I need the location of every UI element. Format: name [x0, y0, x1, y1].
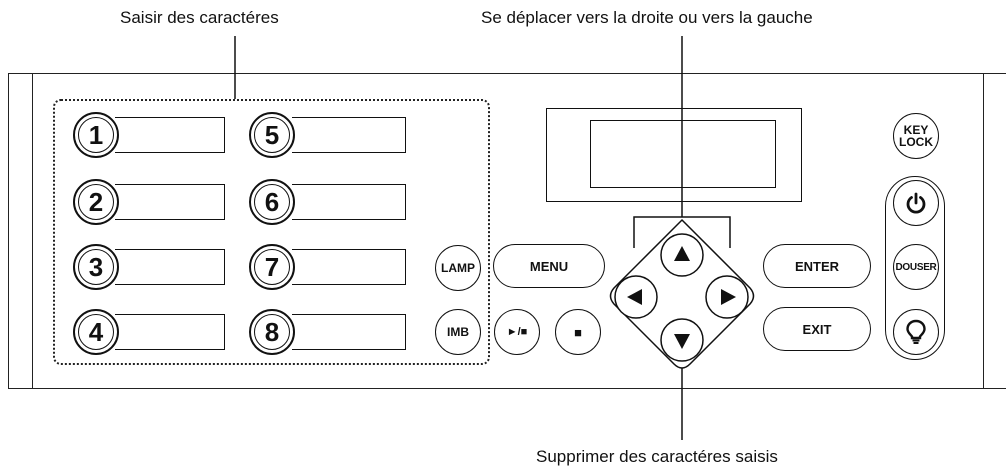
left-button[interactable] — [614, 275, 658, 319]
number-button-2[interactable]: 2 — [73, 179, 119, 225]
stop-icon: ■ — [574, 324, 582, 340]
power-icon — [906, 192, 926, 214]
down-button[interactable] — [660, 318, 704, 362]
character-input-group — [53, 99, 490, 365]
button-1-slot — [115, 117, 225, 153]
number-button-7[interactable]: 7 — [249, 244, 295, 290]
lamp-power-button[interactable] — [893, 309, 939, 355]
arrow-down-icon — [674, 334, 690, 349]
button-2-slot — [115, 184, 225, 220]
number-button-8[interactable]: 8 — [249, 309, 295, 355]
caption-move-left-right: Se déplacer vers la droite ou vers la ga… — [481, 8, 813, 27]
key-lock-button[interactable]: KEY LOCK — [893, 113, 939, 159]
menu-button[interactable]: MENU — [493, 244, 605, 288]
key-lock-label: KEY LOCK — [899, 123, 933, 149]
panel-edge-right — [983, 73, 984, 389]
number-button-3[interactable]: 3 — [73, 244, 119, 290]
caption-delete-characters: Supprimer des caractéres saisis — [536, 447, 778, 466]
button-8-slot — [292, 314, 406, 350]
lightbulb-icon — [906, 319, 926, 344]
power-button[interactable] — [893, 180, 939, 226]
stop-button[interactable]: ■ — [555, 309, 601, 355]
power-douser-lamp-group — [885, 176, 945, 360]
caption-enter-characters: Saisir des caractéres — [120, 8, 279, 27]
lcd-display-frame — [546, 108, 802, 202]
number-button-4[interactable]: 4 — [73, 309, 119, 355]
lcd-display-screen — [590, 120, 776, 188]
button-3-slot — [115, 249, 225, 285]
number-button-5[interactable]: 5 — [249, 112, 295, 158]
arrow-left-icon — [627, 289, 642, 305]
play-pause-icon: ►/■ — [506, 326, 528, 338]
button-7-slot — [292, 249, 406, 285]
button-6-slot — [292, 184, 406, 220]
imb-button[interactable]: IMB — [435, 309, 481, 355]
button-5-slot — [292, 117, 406, 153]
douser-button[interactable]: DOUSER — [893, 244, 939, 290]
number-button-1[interactable]: 1 — [73, 112, 119, 158]
right-button[interactable] — [705, 275, 749, 319]
enter-button[interactable]: ENTER — [763, 244, 871, 288]
number-button-6[interactable]: 6 — [249, 179, 295, 225]
up-button[interactable] — [660, 233, 704, 277]
play-pause-button[interactable]: ►/■ — [494, 309, 540, 355]
lamp-button[interactable]: LAMP — [435, 245, 481, 291]
arrow-right-icon — [721, 289, 736, 305]
button-4-slot — [115, 314, 225, 350]
arrow-up-icon — [674, 246, 690, 261]
exit-button[interactable]: EXIT — [763, 307, 871, 351]
nav-pad-outline — [609, 218, 755, 369]
pointer-bracket — [633, 216, 731, 248]
panel-edge-left — [32, 73, 33, 389]
